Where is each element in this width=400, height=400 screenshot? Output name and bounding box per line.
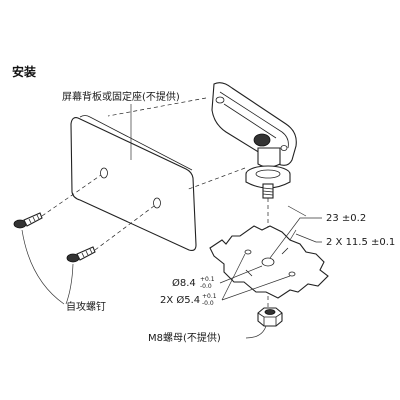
- template-small-hole-2: [288, 271, 296, 277]
- screw-1-projection: [41, 174, 102, 217]
- dim-holes-label: 2 X 11.5 ±0.1: [326, 237, 395, 248]
- screws-label: 自攻螺钉: [66, 300, 106, 313]
- section-heading: 安装: [12, 64, 36, 79]
- dim-big-hole-tol-lower: -0.0: [200, 283, 212, 290]
- dim-big-hole-label: Ø8.4: [172, 277, 196, 289]
- dim-big-hole-leader: [219, 265, 263, 284]
- template-small-hole-1: [244, 249, 252, 255]
- dim-small-holes-label: 2X Ø5.4: [160, 294, 200, 306]
- screw-leader-2: [65, 263, 74, 305]
- dim-small-holes-tol-lower: -0.0: [202, 300, 214, 307]
- plate-label: 屏幕背板或固定座(不提供): [62, 90, 180, 103]
- dim-small-holes-leader: [221, 253, 246, 301]
- backplate-hole-1: [100, 167, 108, 179]
- screw-2-projection: [94, 205, 155, 251]
- dim-holes-leader: [295, 233, 322, 243]
- dim-big-hole-tol-upper: +0.1: [200, 276, 215, 283]
- hex-nut-icon: [257, 307, 283, 327]
- screw-leader-1: [21, 229, 65, 305]
- screw-1: [13, 212, 43, 229]
- nut-leader: [245, 325, 267, 339]
- bracket-socket-icon: [253, 133, 271, 147]
- backplate: [70, 115, 197, 251]
- nut-label: M8螺母(不提供): [148, 331, 221, 344]
- projection-line-top: [107, 97, 207, 117]
- dim-small-holes-tol-upper: +0.1: [202, 293, 217, 300]
- projection-line-bottom: [185, 167, 246, 191]
- template-center-hole: [261, 257, 275, 267]
- screw-2: [66, 246, 96, 263]
- mounting-bracket: [211, 82, 297, 199]
- dim-center-leader: [269, 217, 322, 259]
- dim-center-label: 23 ±0.2: [326, 213, 366, 224]
- backplate-hole-2: [153, 197, 161, 209]
- hole-template: [209, 225, 329, 299]
